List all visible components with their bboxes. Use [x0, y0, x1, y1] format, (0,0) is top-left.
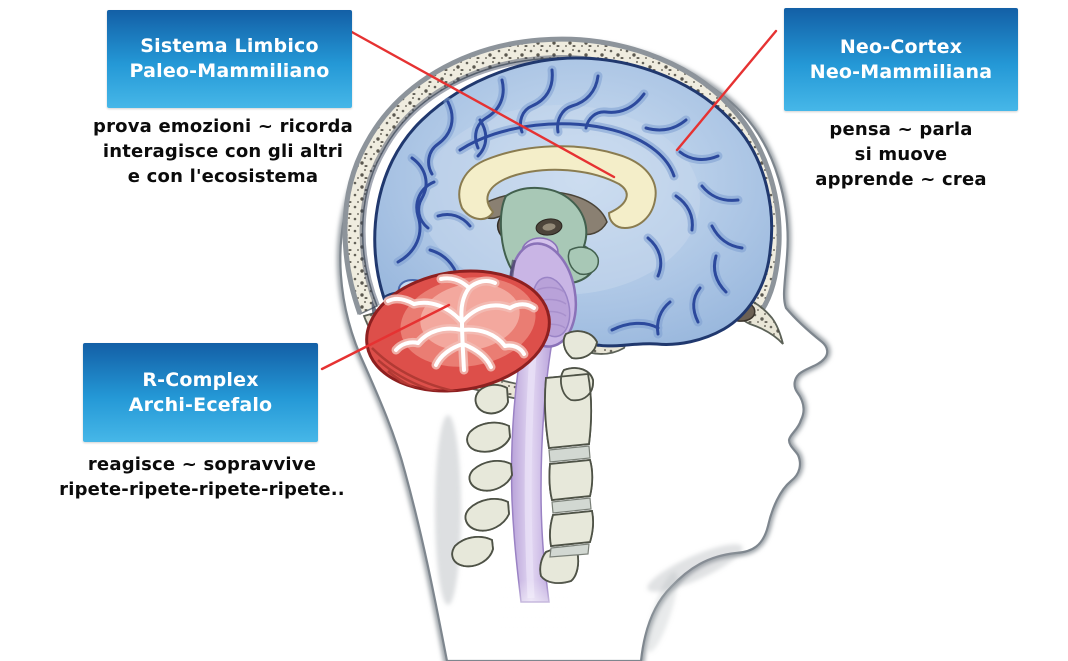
- desc-line: reagisce ~ sopravvive: [87, 454, 317, 475]
- label-title-line: R-Complex: [142, 368, 259, 391]
- desc-line: e con l'ecosistema: [127, 166, 319, 187]
- corpus-callosum: [458, 145, 657, 230]
- desc-line: pensa ~ parla: [829, 119, 973, 140]
- label-title-line: Neo-Cortex: [839, 35, 963, 58]
- label-title-line: Neo-Mammiliana: [809, 60, 993, 83]
- label-title-line: Paleo-Mammiliano: [129, 60, 330, 82]
- label-title-line: Archi-Ecefalo: [128, 393, 273, 416]
- desc-line: si muove: [854, 144, 948, 165]
- desc-line: apprende ~ crea: [815, 169, 987, 190]
- cord-fade: [498, 580, 568, 630]
- cerebellum: [365, 269, 551, 404]
- label-box-neocortex: Neo-Cortex Neo-Mammiliana: [784, 8, 1018, 111]
- desc-neocortex: pensa ~ parla si muove apprende ~ crea: [791, 117, 1011, 192]
- label-box-limbico: Sistema Limbico Paleo-Mammiliano: [107, 10, 352, 108]
- vertebrae: [451, 330, 598, 584]
- callout-line-neocortex: [675, 29, 778, 152]
- label-box-rcomplex: R-Complex Archi-Ecefalo: [83, 343, 318, 442]
- desc-limbico: prova emozioni ~ ricorda interagisce con…: [73, 114, 373, 189]
- desc-line: ripete-ripete-ripete-ripete..: [59, 479, 345, 500]
- intervertebral-discs: [548, 445, 592, 558]
- desc-line: interagisce con gli altri: [102, 141, 344, 162]
- desc-line: prova emozioni ~ ricorda: [92, 116, 353, 137]
- callout-line-limbico: [348, 29, 616, 179]
- callout-line-rcomplex: [320, 303, 451, 371]
- label-title-line: Sistema Limbico: [140, 35, 319, 57]
- desc-rcomplex: reagisce ~ sopravvive ripete-ripete-ripe…: [52, 452, 352, 502]
- callout-lines: [320, 29, 778, 371]
